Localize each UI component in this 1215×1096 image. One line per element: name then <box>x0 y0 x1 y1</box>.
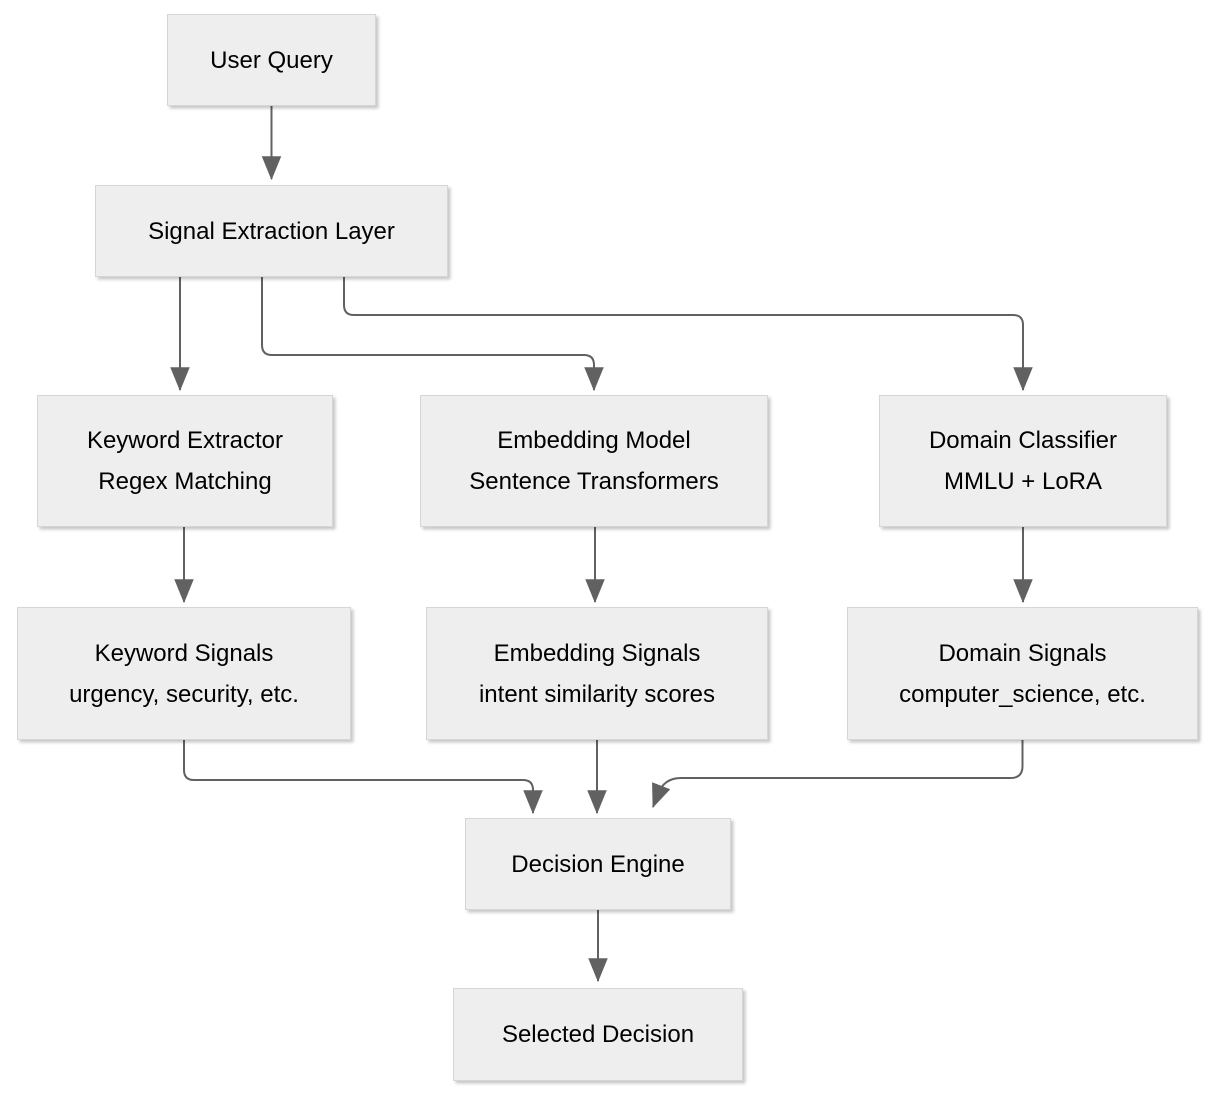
edge-signal-extraction-to-embedding-model <box>261 277 604 392</box>
node-subtitle: Sentence Transformers <box>469 468 719 495</box>
node-title: User Query <box>210 46 333 74</box>
edge-domain-signals-to-decision-engine <box>652 740 1024 809</box>
node-keyword-extractor: Keyword Extractor Regex Matching <box>37 395 333 527</box>
node-title: Keyword Signals <box>94 639 274 667</box>
edge-signal-extraction-to-domain-classifier <box>343 277 1033 392</box>
node-title: Keyword Extractor <box>86 427 284 454</box>
node-signal-extraction-layer: Signal Extraction Layer <box>95 185 448 277</box>
node-embedding-model: Embedding Model Sentence Transformers <box>420 395 768 527</box>
node-embedding-signals: Embedding Signals intent similarity scor… <box>426 607 768 740</box>
node-subtitle: urgency, security, etc. <box>69 680 299 708</box>
node-domain-classifier: Domain Classifier MMLU + LoRA <box>879 395 1167 527</box>
node-title: Selected Decision <box>501 1021 695 1048</box>
node-title: Embedding Model <box>497 427 691 454</box>
edge-keyword-signals-to-decision-engine <box>183 740 543 815</box>
node-title: Decision Engine <box>511 850 685 878</box>
node-subtitle: Regex Matching <box>98 468 272 495</box>
node-selected-decision: Selected Decision <box>453 988 743 1081</box>
node-subtitle: computer_science, etc. <box>899 680 1146 708</box>
node-domain-signals: Domain Signals computer_science, etc. <box>847 607 1198 740</box>
node-keyword-signals: Keyword Signals urgency, security, etc. <box>17 607 351 740</box>
node-title: Signal Extraction Layer <box>148 217 395 245</box>
node-user-query: User Query <box>167 14 376 106</box>
node-subtitle: intent similarity scores <box>478 680 716 708</box>
node-title: Domain Classifier <box>928 427 1118 454</box>
node-title: Embedding Signals <box>493 639 701 667</box>
node-subtitle: MMLU + LoRA <box>943 468 1103 495</box>
node-decision-engine: Decision Engine <box>465 818 731 910</box>
node-title: Domain Signals <box>938 639 1107 667</box>
